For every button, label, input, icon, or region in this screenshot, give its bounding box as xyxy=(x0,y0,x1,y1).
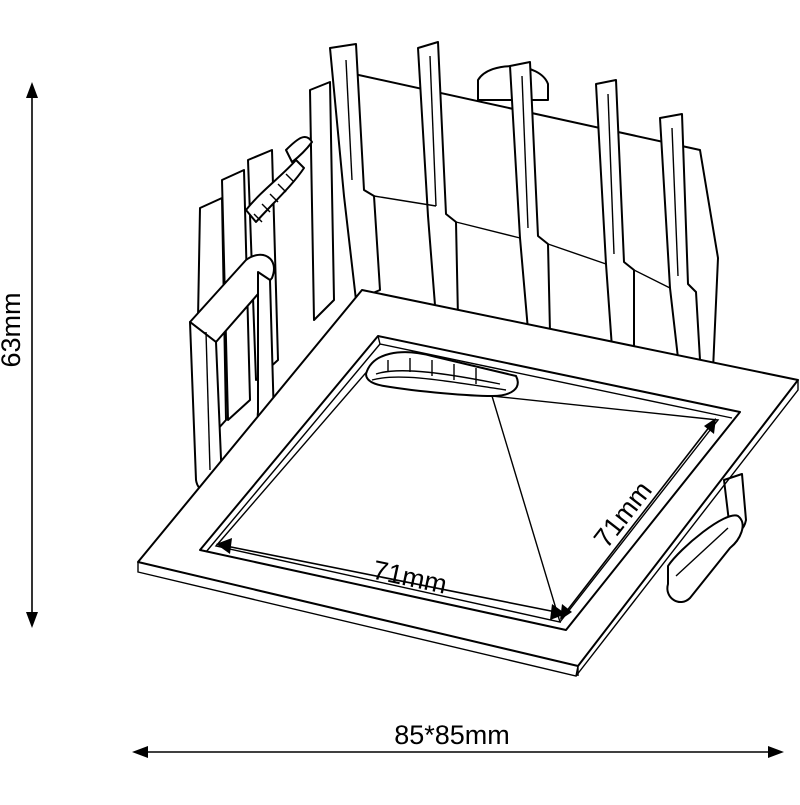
height-label: 63mm xyxy=(0,292,26,367)
fin-detail-lines xyxy=(345,55,679,289)
cable-wire xyxy=(245,135,313,223)
inner-side-dimension xyxy=(560,418,716,620)
width-dimension-line xyxy=(132,746,784,758)
heat-sink xyxy=(189,41,747,603)
inner-front-dimension xyxy=(216,538,566,620)
heat-sink-fins xyxy=(329,41,701,361)
height-dimension-line xyxy=(26,82,38,628)
spring-clip-right xyxy=(666,473,747,603)
width-label: 85*85mm xyxy=(394,720,510,750)
reflector-cup xyxy=(214,351,720,623)
